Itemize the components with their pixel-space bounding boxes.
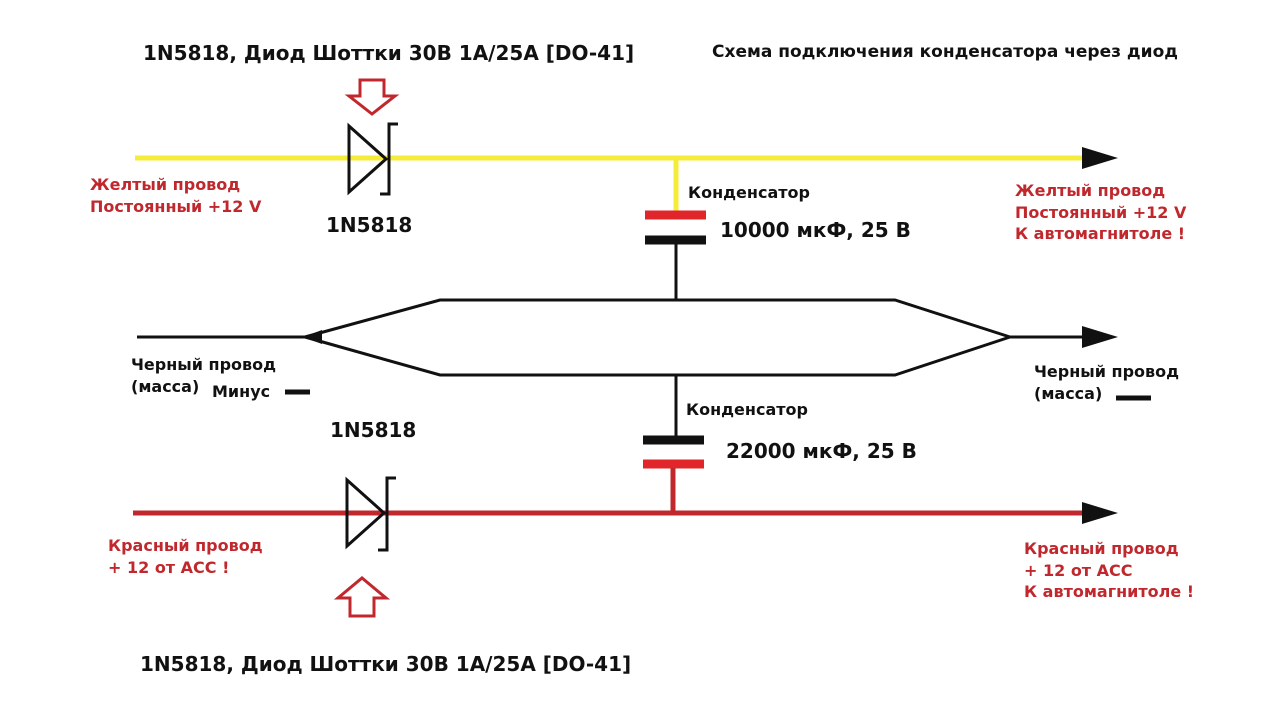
red-wire-left-line-1: Красный провод [108, 536, 263, 555]
black-wire-left-label: Черный провод (масса) [131, 354, 276, 397]
yellow-wire-left-label: Желтый провод Постоянный +12 V [90, 174, 261, 217]
arrow-down-icon [344, 78, 400, 116]
capacitor-top-label: Конденсатор [688, 183, 810, 202]
black-wire-split-bottom [304, 335, 1011, 377]
capacitor-bottom-value: 22000 мкФ, 25 В [726, 439, 917, 463]
yellow-wire-right-line-1: Желтый провод [1015, 181, 1166, 200]
red-wire-arrow [1082, 502, 1118, 524]
yellow-wire-left-line-2: Постоянный +12 V [90, 196, 262, 216]
black-split-left-tip [303, 330, 322, 344]
yellow-wire-right-line-2: Постоянный +12 V [1015, 202, 1187, 222]
black-wire-left-line-1: Черный провод [131, 355, 277, 374]
diode-top-symbol [347, 122, 398, 196]
black-wire-right-line-1: Черный провод [1034, 362, 1180, 381]
yellow-wire-arrow [1082, 147, 1118, 169]
capacitor-bottom-label: Конденсатор [686, 400, 808, 419]
red-wire-left-label: Красный провод + 12 от АСС ! [108, 535, 263, 578]
diode-top-title: 1N5818, Диод Шоттки 30В 1А/25А [DO-41] [143, 41, 635, 65]
yellow-wire-right-line-3: К автомагнитоле ! [1015, 224, 1186, 244]
red-wire-left-line-2: + 12 от АСС ! [108, 557, 230, 577]
diode-bottom-title: 1N5818, Диод Шоттки 30В 1А/25А [DO-41] [140, 652, 632, 676]
red-wire-right-line-3: К автомагнитоле ! [1024, 582, 1195, 602]
red-wire-right-line-2: + 12 от АСС [1024, 560, 1133, 580]
black-wire-right-label: Черный провод (масса) [1034, 361, 1179, 404]
diode-bottom-label: 1N5818 [330, 418, 417, 442]
diode-bottom-symbol [345, 476, 396, 552]
black-wire-split-top [304, 298, 1011, 339]
black-wire-left-line-2: (масса) [131, 376, 200, 396]
diode-top-label: 1N5818 [326, 213, 413, 237]
black-wire-minus-label: Минус [212, 382, 271, 401]
yellow-wire-right-label: Желтый провод Постоянный +12 V К автомаг… [1015, 180, 1186, 245]
red-wire-right-label: Красный провод + 12 от АСС К автомагнито… [1024, 538, 1194, 603]
yellow-wire-left-line-1: Желтый провод [90, 175, 241, 194]
black-wire-arrow [1082, 326, 1118, 348]
capacitor-top-value: 10000 мкФ, 25 В [720, 218, 911, 242]
scheme-title: Схема подключения конденсатора через дио… [712, 42, 1178, 62]
red-wire-right-line-1: Красный провод [1024, 539, 1179, 558]
black-wire-right-line-2: (масса) [1034, 383, 1103, 403]
arrow-up-icon [333, 576, 391, 618]
